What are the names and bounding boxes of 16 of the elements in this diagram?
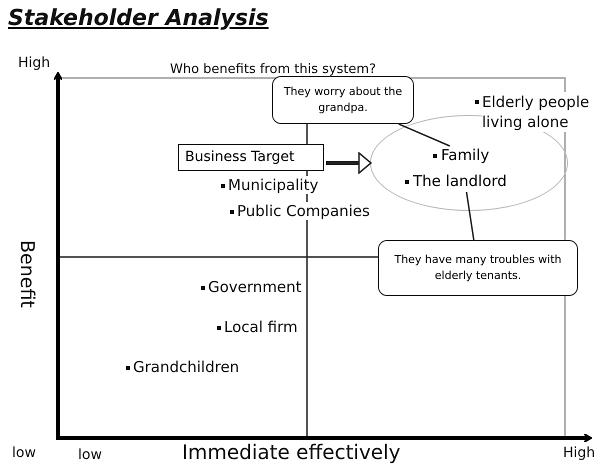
axis-title: Benefit: [16, 240, 38, 308]
axis-label: low: [12, 445, 36, 461]
axis-title: Immediate effectively: [182, 440, 400, 464]
speech-bubble: They have many troubles with elderly tenants.: [378, 240, 578, 296]
arrow: [326, 152, 372, 174]
point-label: Municipality: [228, 176, 318, 194]
target-box: Business Target: [178, 144, 324, 171]
text-label: The landlord: [413, 172, 507, 190]
axis-label: low: [78, 447, 102, 463]
title: Stakeholder Analysis: [8, 6, 269, 31]
subtitle: Who benefits from this system?: [170, 62, 376, 77]
axis-label: High: [563, 445, 596, 461]
point-label: Public Companies: [237, 202, 370, 220]
speech-bubble: They worry about the grandpa.: [272, 76, 414, 124]
axis-label: High: [18, 55, 50, 71]
text-label: Family: [441, 146, 490, 164]
